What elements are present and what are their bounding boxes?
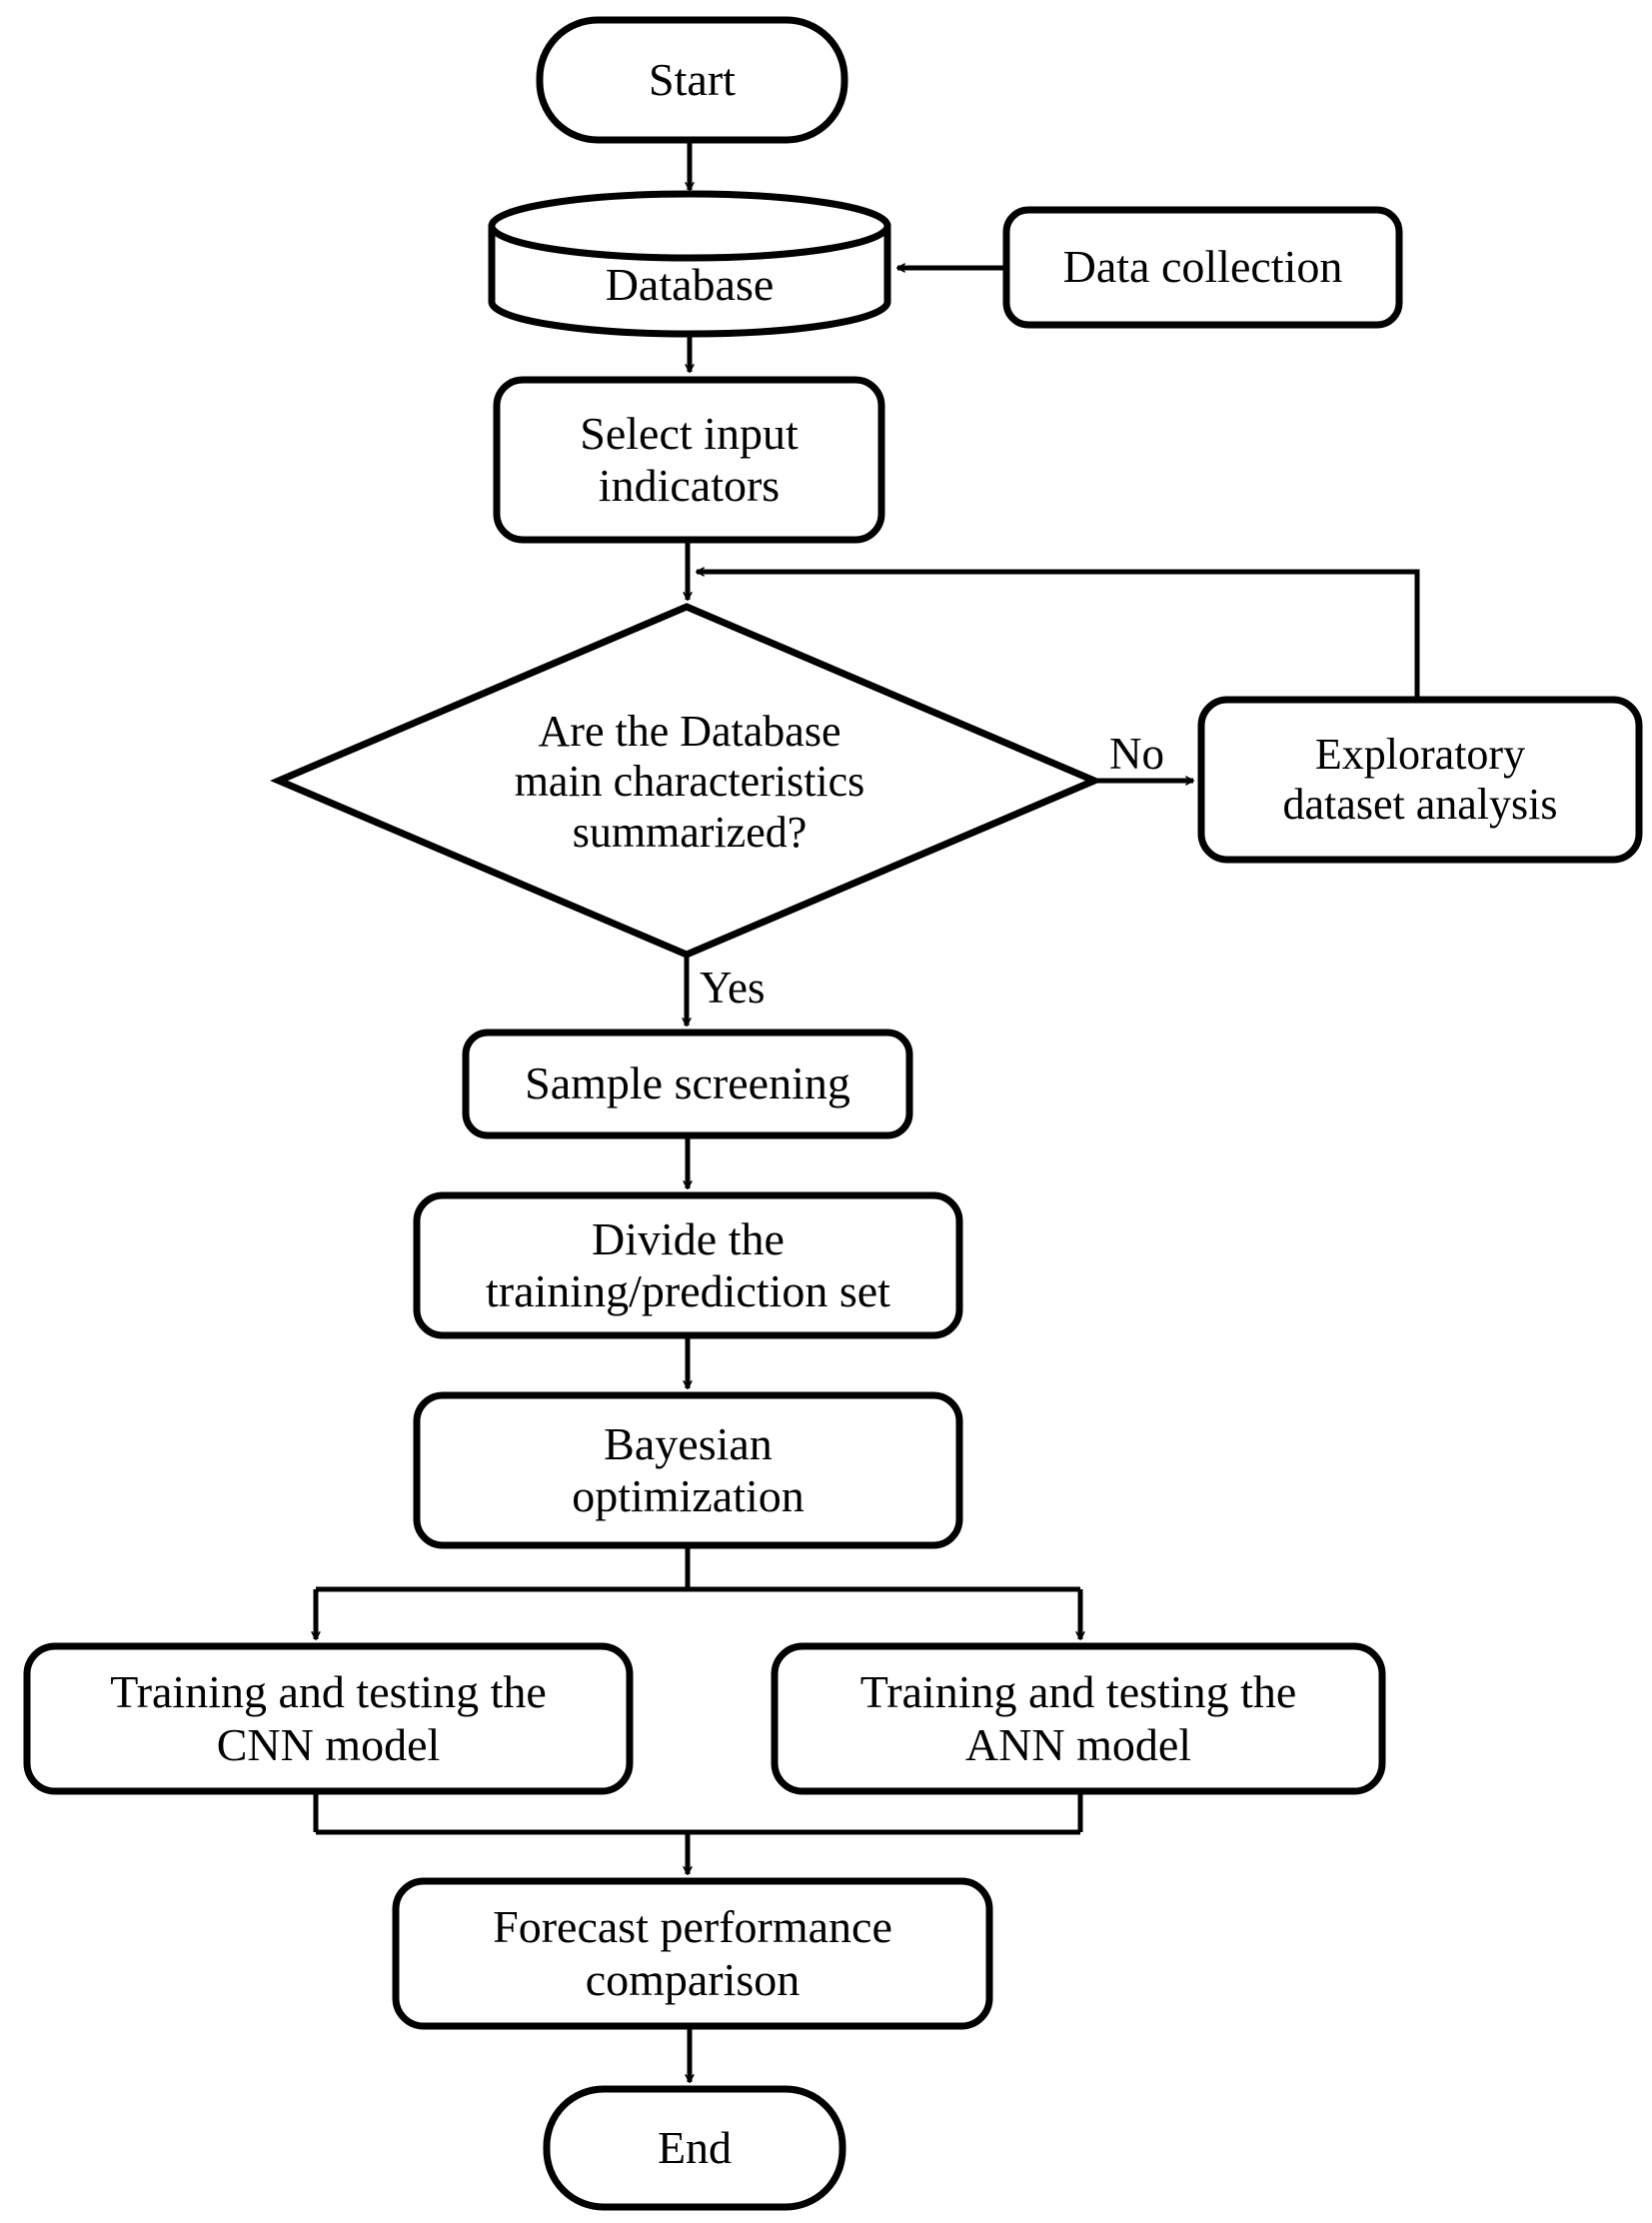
edge-label-no: No: [1109, 729, 1164, 779]
forecast-shape[interactable]: [392, 1877, 993, 2030]
exploratory-shape[interactable]: [1197, 696, 1643, 864]
edge-exploratory-feedback-to-decision: [697, 572, 1420, 700]
cnn-model-shape[interactable]: [23, 1642, 634, 1795]
decision-node[interactable]: [279, 607, 1094, 955]
database-node[interactable]: [492, 194, 887, 334]
divide-sets-node[interactable]: [417, 1195, 959, 1335]
select-input-node[interactable]: [497, 380, 881, 540]
bayesian-node[interactable]: [417, 1395, 959, 1545]
end-node[interactable]: [547, 2089, 842, 2207]
ann-model-node[interactable]: [775, 1646, 1382, 1791]
end-shape[interactable]: [543, 2085, 846, 2211]
edge-bayesian-split-bus: [316, 1545, 1080, 1592]
edge-models-merge-bus: [313, 1791, 1083, 1835]
forecast-node[interactable]: [396, 1881, 989, 2026]
sample-screening-node[interactable]: [466, 1033, 909, 1135]
data-collection-shape[interactable]: [1002, 206, 1403, 329]
edge-label-yes: Yes: [700, 963, 766, 1013]
cnn-model-node[interactable]: [27, 1646, 630, 1791]
start-node[interactable]: [540, 20, 844, 140]
exploratory-node[interactable]: [1201, 700, 1639, 860]
data-collection-node[interactable]: [1006, 210, 1399, 325]
